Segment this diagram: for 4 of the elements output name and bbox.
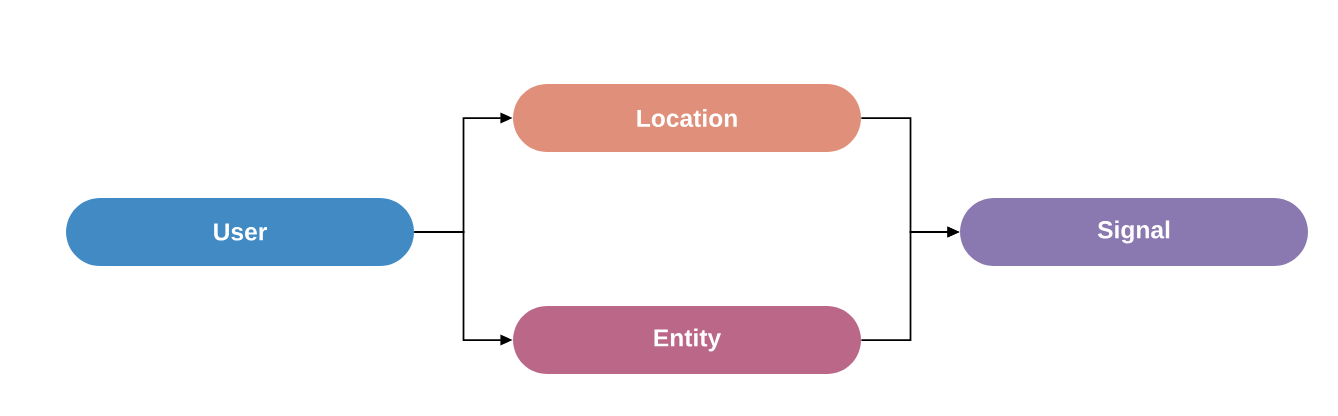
process-box: Location <box>513 84 861 152</box>
process-box: User <box>66 198 414 266</box>
process-box: Signal <box>960 198 1308 266</box>
process-box: Entity <box>513 306 861 374</box>
